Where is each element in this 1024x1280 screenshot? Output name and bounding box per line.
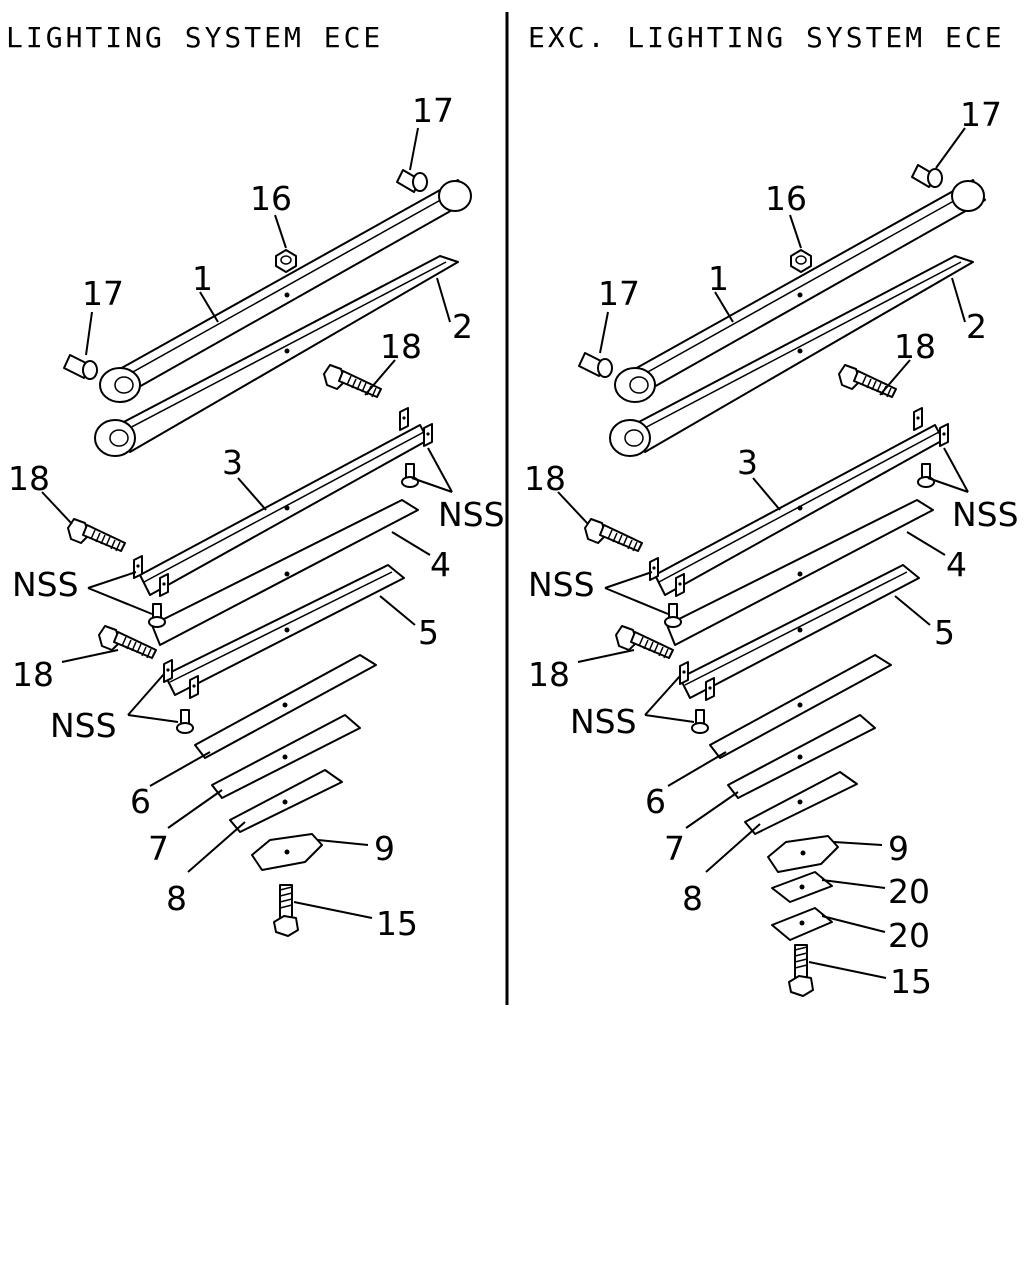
nss-bolt-middle [148, 603, 166, 628]
part-20-shim-upper [771, 871, 833, 903]
callout-nss-right: NSS [438, 495, 505, 534]
part-6-leaf [194, 654, 377, 759]
callout-20-upper: 20 [888, 872, 930, 911]
nss-bolt-middle [664, 603, 682, 628]
callout-16: 16 [765, 179, 807, 218]
part-4-leaf [151, 499, 419, 646]
callout-nss-lower: NSS [570, 702, 637, 741]
nss-bolt-lower [176, 709, 194, 734]
part-16-nut [275, 249, 297, 273]
part-17-bushing-top [911, 164, 943, 188]
part-20-shim-lower [771, 907, 833, 941]
callout-18-lower: 18 [528, 655, 570, 694]
part-8-leaf [744, 771, 858, 835]
part-18-bolt-upper [323, 364, 382, 398]
callout-1: 1 [708, 259, 729, 298]
callout-nss-middle: NSS [12, 565, 79, 604]
nss-bolt-right [401, 463, 419, 488]
callout-17-top: 17 [960, 95, 1002, 134]
callout-8: 8 [682, 879, 703, 918]
callout-17-left: 17 [598, 274, 640, 313]
panel-lighting-system-ece: LIGHTING SYSTEM ECE [6, 21, 505, 943]
callout-15: 15 [890, 962, 932, 1001]
part-5-leaf [163, 564, 405, 699]
part-6-leaf [709, 654, 892, 759]
callout-5: 5 [418, 613, 439, 652]
part-17-bushing-left [578, 352, 613, 378]
panel-title: EXC. LIGHTING SYSTEM ECE [528, 21, 1005, 54]
callout-2: 2 [966, 307, 987, 346]
part-17-bushing-left [63, 354, 98, 380]
part-15-bolt [273, 884, 299, 937]
part-9-plate [251, 833, 323, 871]
part-7-leaf [211, 714, 361, 799]
panel-title: LIGHTING SYSTEM ECE [6, 21, 383, 54]
part-2-leaf [609, 255, 974, 457]
callout-labels: 17 16 17 1 2 18 3 18 NSS NSS 4 5 18 NSS … [524, 95, 1019, 1001]
callout-9: 9 [888, 829, 909, 868]
callout-18-upper: 18 [894, 327, 936, 366]
callout-7: 7 [148, 829, 169, 868]
part-18-bolt-middle [584, 518, 643, 552]
callout-18-lower: 18 [12, 655, 54, 694]
callout-18-middle: 18 [524, 459, 566, 498]
panel-exc-lighting-system-ece: EXC. LIGHTING SYSTEM ECE [524, 21, 1019, 1001]
callout-labels: 17 16 17 1 2 18 3 18 NSS NSS 4 5 18 NSS … [8, 91, 505, 943]
leader-lines [41, 127, 453, 919]
callout-20-lower: 20 [888, 916, 930, 955]
leader-lines [557, 127, 969, 979]
part-2-leaf [94, 255, 459, 457]
part-3-leaf [649, 407, 949, 597]
part-15-bolt [788, 944, 814, 997]
part-4-leaf [666, 499, 934, 646]
callout-2: 2 [452, 307, 473, 346]
callout-7: 7 [664, 829, 685, 868]
callout-nss-right: NSS [952, 495, 1019, 534]
callout-6: 6 [645, 782, 666, 821]
callout-15: 15 [376, 904, 418, 943]
callout-9: 9 [374, 829, 395, 868]
callout-18-upper: 18 [380, 327, 422, 366]
callout-3: 3 [737, 443, 758, 482]
part-18-bolt-lower [615, 625, 674, 659]
part-3-leaf [133, 407, 433, 597]
part-17-bushing-top [396, 169, 428, 193]
callout-1: 1 [192, 259, 213, 298]
nss-bolt-right [917, 463, 935, 488]
part-16-nut [790, 249, 812, 273]
callout-4: 4 [946, 545, 967, 584]
part-1-main-leaf [99, 179, 472, 403]
callout-4: 4 [430, 545, 451, 584]
callout-17-left: 17 [82, 274, 124, 313]
part-5-leaf [679, 564, 920, 701]
part-9-plate [767, 835, 839, 873]
callout-5: 5 [934, 613, 955, 652]
part-18-bolt-upper [838, 364, 897, 398]
callout-nss-middle: NSS [528, 565, 595, 604]
part-1-main-leaf [614, 179, 986, 403]
callout-3: 3 [222, 443, 243, 482]
callout-17-top: 17 [412, 91, 454, 130]
part-18-bolt-middle [67, 518, 126, 552]
callout-18-middle: 18 [8, 459, 50, 498]
callout-8: 8 [166, 879, 187, 918]
callout-6: 6 [130, 782, 151, 821]
callout-nss-lower: NSS [50, 706, 117, 745]
nss-bolt-lower [691, 709, 709, 734]
callout-16: 16 [250, 179, 292, 218]
